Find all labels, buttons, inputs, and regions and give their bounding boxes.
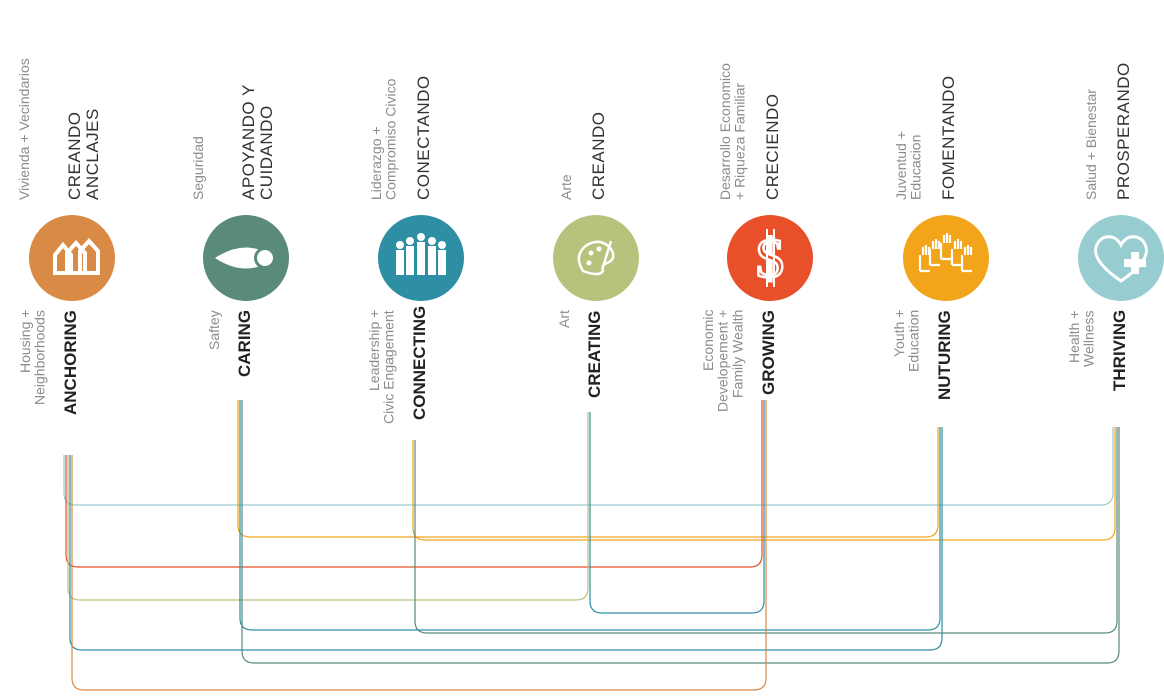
english-title: GROWING — [759, 310, 778, 395]
eye-icon — [215, 247, 276, 269]
spanish-title: CONECTANDO — [414, 75, 433, 200]
houses-icon — [53, 238, 100, 275]
english-title: CONNECTING — [410, 305, 429, 420]
spanish-title: CRECIENDO — [763, 93, 782, 200]
english-title: THRIVING — [1110, 310, 1129, 392]
english-subtitle: Leadership + Civic Engagement — [366, 310, 397, 424]
svg-text:$: $ — [756, 228, 784, 290]
spanish-subtitle: Seguridad — [190, 136, 206, 200]
thriving-circle — [1078, 215, 1164, 301]
dollar-icon: $ — [755, 227, 786, 292]
connection-anchoring-growing — [65, 400, 763, 568]
spanish-title: APOYANDO Y CUIDANDO — [239, 84, 276, 200]
english-title: CARING — [235, 310, 254, 378]
english-subtitle: Economic Developement + Family Wealth — [700, 310, 746, 413]
english-subtitle: Youth + Education — [891, 310, 922, 373]
english-title: ANCHORING — [61, 310, 80, 415]
anchoring-circle — [29, 215, 115, 301]
spanish-subtitle: Vivienda + Vecindarios — [16, 58, 32, 200]
english-subtitle: Art — [556, 310, 572, 328]
english-subtitle: Saftey — [206, 310, 222, 350]
spanish-subtitle: Desarrollo Economico + Riqueza Familiar — [717, 63, 748, 200]
theme-growing: CRECIENDO Desarrollo Economico + Riqueza … — [690, 0, 850, 470]
spanish-subtitle: Juventud + Educacion — [893, 131, 924, 200]
spanish-title: FOMENTANDO — [939, 75, 958, 200]
connection-caring-nuturing — [239, 400, 941, 631]
caring-circle — [203, 215, 289, 301]
spanish-title: CREANDO — [589, 111, 608, 200]
connection-caring-thriving — [241, 400, 1120, 664]
spanish-subtitle: Arte — [558, 174, 574, 200]
spanish-subtitle: Liderazgo + Compromiso Civico — [368, 78, 399, 200]
connection-anchoring-growing — [71, 400, 767, 691]
english-title: CREATING — [585, 310, 604, 398]
people-group-icon — [396, 233, 446, 275]
spanish-title: PROSPERANDO — [1114, 62, 1133, 200]
creating-circle — [553, 215, 639, 301]
connecting-circle — [378, 215, 464, 301]
connection-anchoring-creating — [67, 412, 589, 601]
raised-hands-icon — [918, 233, 973, 273]
heart-plus-icon — [1094, 235, 1148, 283]
growing-circle: $ — [727, 215, 813, 301]
connection-anchoring-nuturing — [69, 427, 943, 651]
nuturing-circle — [903, 215, 989, 301]
english-title: NUTURING — [935, 310, 954, 400]
english-subtitle: Housing + Neighborhoods — [17, 310, 48, 405]
connection-creating-growing — [589, 400, 765, 614]
spanish-subtitle: Salud + Bienestar — [1083, 89, 1099, 200]
palette-icon — [577, 240, 615, 276]
english-subtitle: Health + Wellness — [1066, 310, 1097, 367]
spanish-title: CREANDO ANCLAJES — [65, 108, 102, 200]
